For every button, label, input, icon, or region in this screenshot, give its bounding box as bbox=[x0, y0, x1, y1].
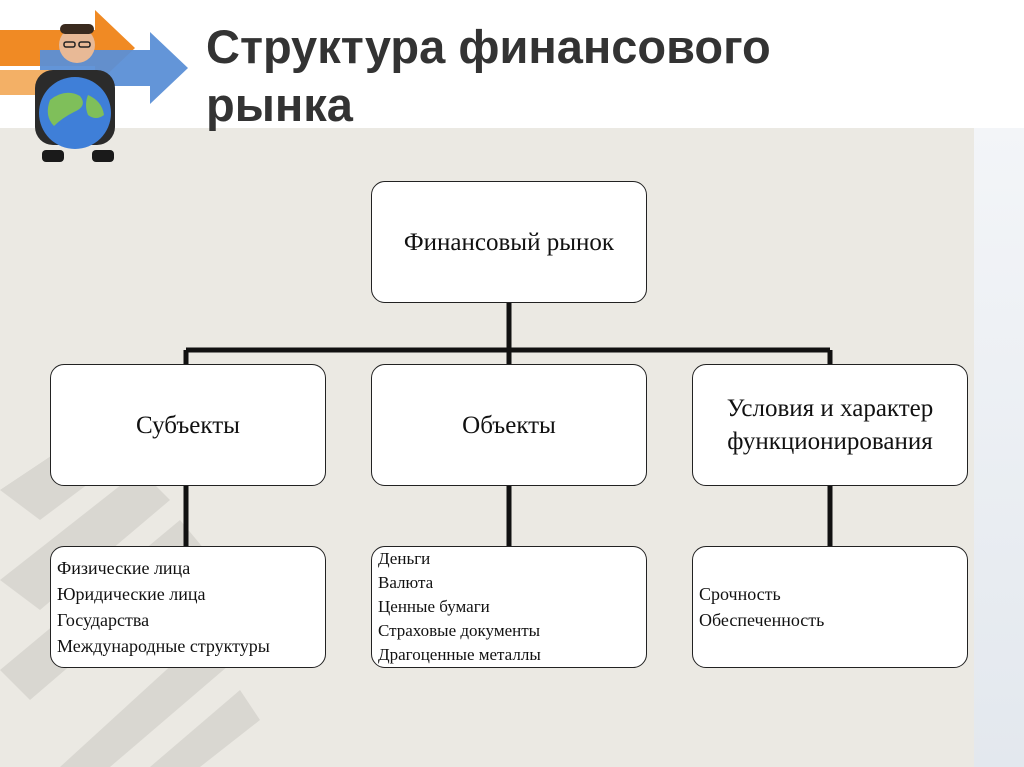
list-item: Физические лица bbox=[57, 558, 191, 578]
right-edge-decoration bbox=[974, 128, 1024, 767]
title-line-2: рынка bbox=[206, 78, 353, 131]
list-item: Драгоценные металлы bbox=[378, 645, 541, 664]
slide-title: Структура финансового рынка bbox=[206, 18, 966, 134]
leaf-node-conditions: Срочность Обеспеченность bbox=[692, 546, 968, 668]
list-item: Государства bbox=[57, 610, 150, 630]
leaf-node-subjects: Физические лица Юридические лица Государ… bbox=[50, 546, 326, 668]
leaf-node-objects: Деньги Валюта Ценные бумаги Страховые до… bbox=[371, 546, 647, 668]
branch-label-subjects: Субъекты bbox=[136, 411, 240, 439]
title-line-1: Структура финансового bbox=[206, 20, 771, 73]
list-item: Ценные бумаги bbox=[378, 597, 490, 616]
list-item: Деньги bbox=[378, 549, 431, 568]
branch-node-objects: Объекты bbox=[371, 364, 647, 486]
branch-node-subjects: Субъекты bbox=[50, 364, 326, 486]
list-item: Страховые документы bbox=[378, 621, 541, 640]
branch-label-conditions-line-2: функционирования bbox=[727, 428, 933, 455]
list-item: Срочность bbox=[699, 584, 781, 604]
branch-label-conditions-line-1: Условия и характер bbox=[726, 395, 934, 422]
list-item: Обеспеченность bbox=[699, 610, 825, 630]
branch-node-conditions: Условия и характер функционирования bbox=[692, 364, 968, 486]
logo-person-globe bbox=[0, 10, 188, 162]
root-node-label: Финансовый рынок bbox=[403, 228, 615, 256]
list-item: Валюта bbox=[378, 573, 434, 592]
branch-label-objects: Объекты bbox=[462, 411, 556, 439]
list-item: Юридические лица bbox=[57, 584, 206, 604]
list-item: Международные структуры bbox=[57, 636, 270, 656]
root-node: Финансовый рынок bbox=[371, 181, 647, 303]
